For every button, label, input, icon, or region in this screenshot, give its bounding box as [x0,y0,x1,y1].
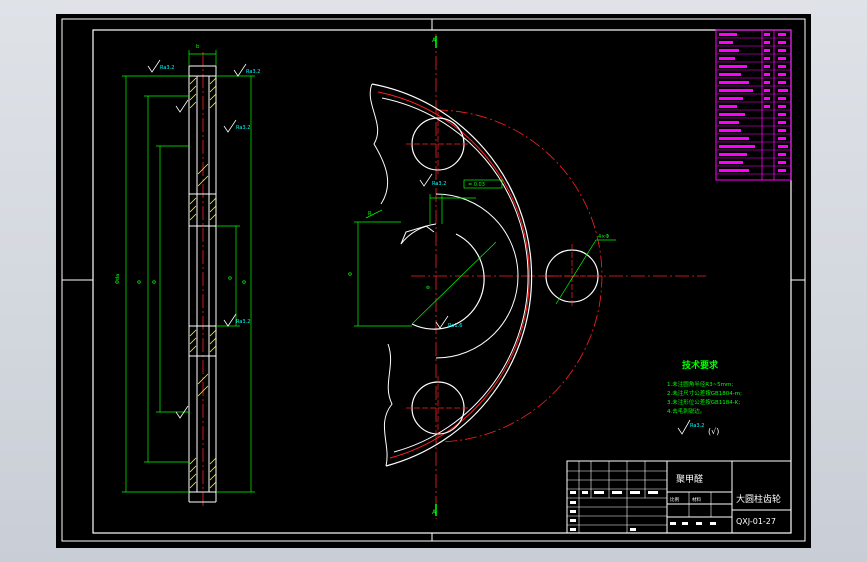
svg-text:Φ: Φ [137,280,143,284]
drawing-number: QXJ-01-27 [736,517,776,526]
svg-text:Φ: Φ [228,276,234,280]
svg-text:R: R [368,211,372,217]
inner-frame [92,29,792,534]
svg-text:Φ: Φ [242,280,248,284]
tech-note-2: 2.未注尺寸公差按GB1804-m; [667,389,742,397]
svg-text:Ra3.2: Ra3.2 [690,423,704,429]
gear-parameter-table [715,29,792,181]
svg-text:Φ: Φ [348,272,354,276]
svg-text:Ra1.6: Ra1.6 [448,323,462,329]
gear-front-view: Φ Φ 4×Φ R = 0.03 Ra3.2 Ra1.6 A A [348,34,706,519]
svg-text:Ra3.2: Ra3.2 [160,65,174,71]
gear-section-view: Ra3.2 Ra3.2 Ra3.2 Ra3.2 b Φda Φ Φ Φ Φ [115,44,260,509]
svg-text:Ra3.2: Ra3.2 [246,69,260,75]
svg-text:Ra3.2: Ra3.2 [432,181,446,187]
material-label: 材料 [692,496,701,503]
roughness-note: (√) [708,427,719,436]
svg-text:A: A [432,509,437,516]
tech-note-4: 4.去毛刺锐边。 [667,407,705,415]
outer-frame [61,18,806,542]
tech-note-1: 1.未注圆角半径R3~5mm; [667,380,733,388]
svg-text:Φ: Φ [425,284,432,291]
tech-title: 技术要求 [682,359,719,371]
tech-note-3: 3.未注形位公差按GB1184-K; [667,398,740,406]
svg-text:Φda: Φda [115,274,121,284]
technical-requirements: 技术要求 1.未注圆角半径R3~5mm; 2.未注尺寸公差按GB1804-m; … [667,359,742,436]
svg-text:= 0.03: = 0.03 [468,182,485,188]
svg-text:b: b [196,44,199,50]
drawing-canvas: Ra3.2 Ra3.2 Ra3.2 Ra3.2 b Φda Φ Φ Φ Φ [61,18,806,542]
drawing-viewport[interactable]: Ra3.2 Ra3.2 Ra3.2 Ra3.2 b Φda Φ Φ Φ Φ [56,14,811,548]
part-name: 大圆柱齿轮 [736,493,781,505]
svg-text:4×Φ: 4×Φ [598,234,609,240]
svg-text:A: A [432,37,437,44]
scale-label: 比例 [670,496,679,503]
svg-text:Ra3.2: Ra3.2 [236,319,250,325]
svg-text:Φ: Φ [152,280,158,284]
title-block: 聚甲醛 大圆柱齿轮 QXJ-01-27 比例 材料 [566,460,792,534]
svg-text:Ra3.2: Ra3.2 [236,125,250,131]
company-name: 聚甲醛 [676,473,703,485]
